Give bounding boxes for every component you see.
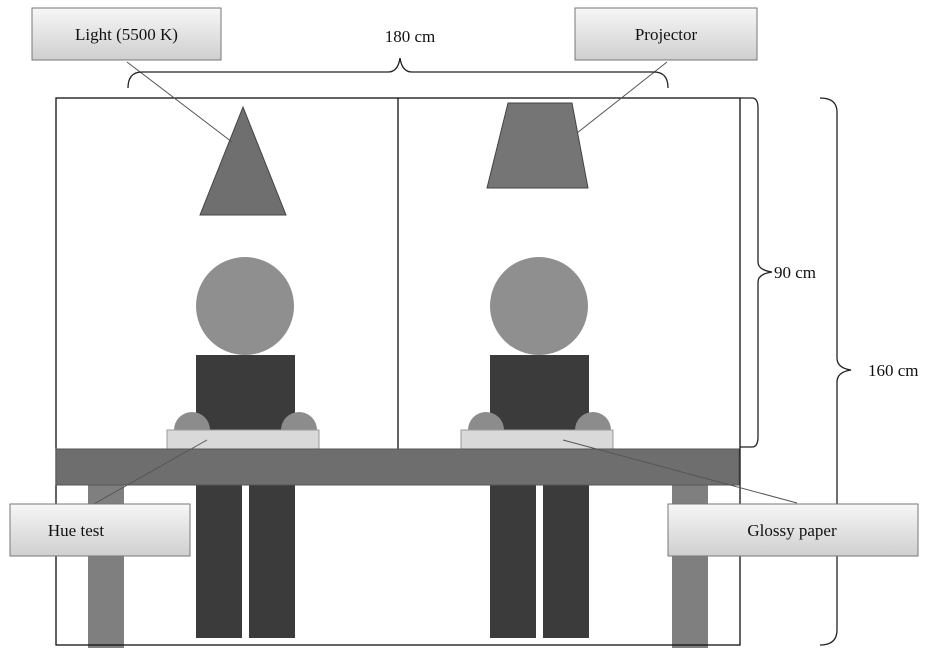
hue-test-sheet xyxy=(166,429,320,450)
observer-right-leg-right xyxy=(543,485,589,638)
width-brace xyxy=(127,57,669,89)
observer-left xyxy=(174,257,317,638)
observer-right-leg-left xyxy=(490,485,536,638)
observer-right-hand-right xyxy=(575,412,611,430)
total-height-label: 160 cm xyxy=(868,361,919,380)
observer-right xyxy=(468,257,611,638)
table-top xyxy=(55,448,740,486)
observer-left-hand-left xyxy=(174,412,210,430)
projector-lamp xyxy=(486,102,589,189)
hue-test-leader-line xyxy=(91,439,208,506)
hue-test-callout-label: Hue test xyxy=(48,521,104,540)
observer-right-hand-left xyxy=(468,412,504,430)
observer-left-hand-right xyxy=(281,412,317,430)
light-callout-label: Light (5500 K) xyxy=(75,25,178,44)
projector-leader-line xyxy=(576,61,668,134)
upper-height-label: 90 cm xyxy=(774,263,816,282)
glossy-paper-callout-box xyxy=(667,503,919,557)
observer-left-leg-left xyxy=(196,485,242,638)
glossy-paper-sheet xyxy=(460,429,614,450)
width-label: 180 cm xyxy=(385,27,436,46)
light-callout: Light (5500 K) xyxy=(31,7,222,61)
glossy-paper-leader-line xyxy=(562,439,798,504)
hue-test-callout-box xyxy=(9,503,191,557)
projector-callout: Projector xyxy=(574,7,758,61)
light-leader-line xyxy=(126,61,233,143)
observer-right-head xyxy=(490,257,588,355)
glossy-paper-callout-label: Glossy paper xyxy=(747,521,837,540)
glossy-paper-callout: Glossy paper xyxy=(667,503,919,557)
total-height-brace xyxy=(819,97,852,646)
observer-left-leg-right xyxy=(249,485,295,638)
observer-left-head xyxy=(196,257,294,355)
projector-callout-label: Projector xyxy=(635,25,698,44)
observer-right-torso xyxy=(490,355,589,431)
upper-height-bracket xyxy=(740,97,773,448)
hue-test-callout: Hue test xyxy=(9,503,191,557)
projector-callout-box xyxy=(574,7,758,61)
light-callout-box xyxy=(31,7,222,61)
observer-left-torso xyxy=(196,355,295,431)
light-lamp xyxy=(199,105,287,216)
